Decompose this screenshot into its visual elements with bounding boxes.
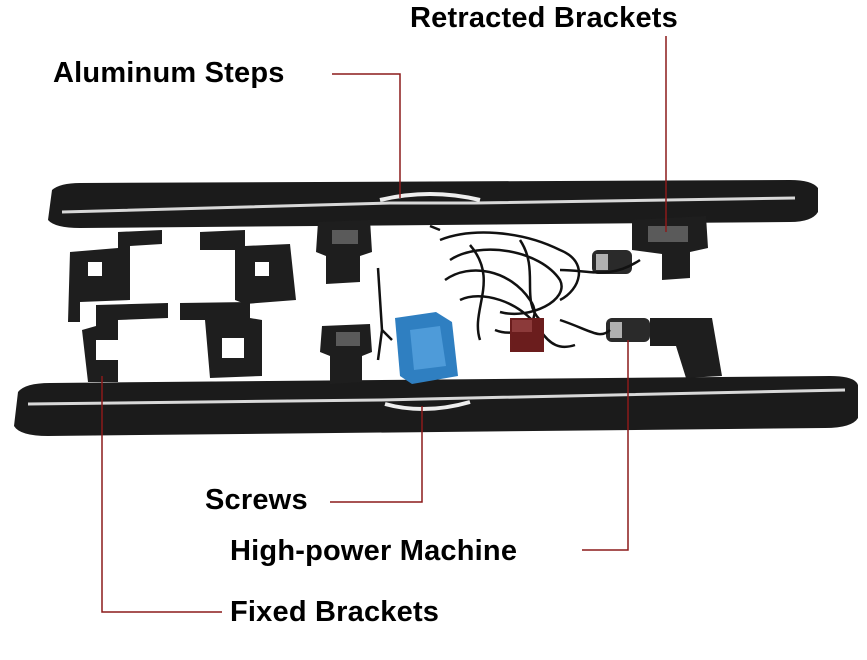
label-retracted-brackets: Retracted Brackets	[410, 2, 678, 34]
label-high-power-machine: High-power Machine	[230, 535, 518, 567]
label-fixed-brackets: Fixed Brackets	[230, 596, 440, 628]
leader-fixed-brackets	[101, 376, 222, 613]
high-power-machines	[592, 250, 722, 378]
upper-aluminum-step	[48, 180, 818, 228]
small-cable	[376, 267, 393, 361]
label-aluminum-steps: Aluminum Steps	[53, 57, 285, 89]
retracted-brackets	[316, 216, 708, 384]
leader-aluminum-steps	[332, 73, 401, 198]
leader-lines	[101, 36, 667, 613]
label-screws: Screws	[205, 484, 308, 516]
lower-aluminum-step	[14, 376, 858, 436]
leader-high-power-machine	[582, 340, 629, 551]
fixed-brackets	[68, 230, 296, 382]
leader-screws	[330, 406, 423, 503]
